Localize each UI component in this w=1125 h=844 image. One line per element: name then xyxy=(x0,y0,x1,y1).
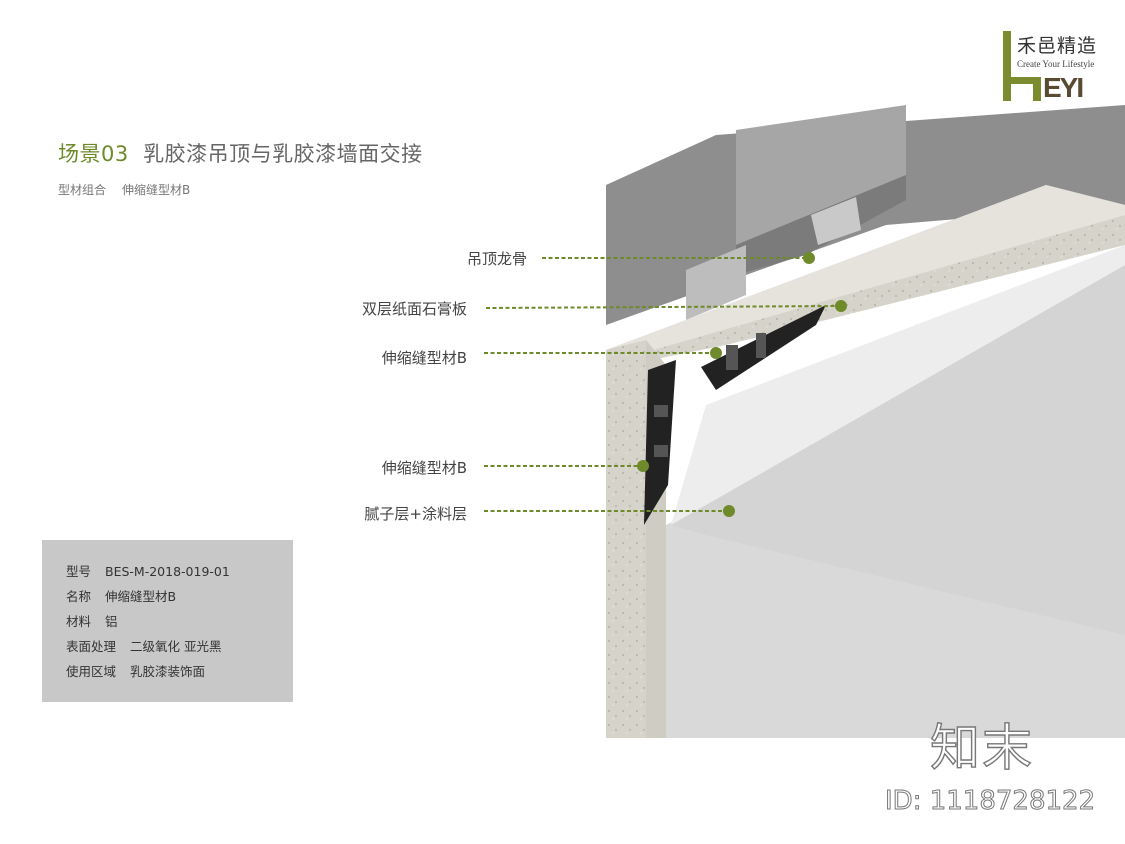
callout-dot xyxy=(710,347,722,359)
brand-logo: 禾邑精造 Create Your Lifestyle EYI xyxy=(1003,31,1098,103)
spec-usage: 使用区域乳胶漆装饰面 xyxy=(66,664,206,679)
callout-ceiling-joist: 吊顶龙骨 xyxy=(466,250,527,268)
logo-letters: EYI xyxy=(1043,72,1084,103)
logo-tagline: Create Your Lifestyle xyxy=(1017,59,1095,69)
spec-name: 名称伸缩缝型材B xyxy=(66,589,177,604)
watermark-id: ID: 1118728122 xyxy=(884,786,1096,817)
ceiling-joist xyxy=(606,105,1125,325)
expansion-profile xyxy=(644,305,826,525)
page-title: 场景03 乳胶漆吊顶与乳胶漆墙面交接 xyxy=(58,138,423,168)
scene-title: 乳胶漆吊顶与乳胶漆墙面交接 xyxy=(143,142,423,166)
callout-profile-b-top: 伸缩缝型材B xyxy=(381,349,467,367)
leader-line xyxy=(485,305,842,309)
callout-profile-b-side: 伸缩缝型材B xyxy=(381,459,467,477)
logo-chinese: 禾邑精造 xyxy=(1017,35,1098,57)
callout-dot xyxy=(723,505,735,517)
scene-number: 场景03 xyxy=(58,142,129,166)
subtitle-group: 型材组合 xyxy=(58,183,107,197)
callout-putty-paint: 腻子层+涂料层 xyxy=(364,505,467,523)
watermark-logo: 知末 xyxy=(929,718,1034,777)
spec-finish: 表面处理二级氧化 亚光黑 xyxy=(66,639,222,654)
wall xyxy=(606,245,1125,738)
subtitle-profile: 伸缩缝型材B xyxy=(122,183,191,197)
section-diagram xyxy=(606,105,1125,738)
gypsum-board xyxy=(606,185,1125,365)
page-subtitle: 型材组合 伸缩缝型材B xyxy=(58,181,190,198)
callout-gypsum-board: 双层纸面石膏板 xyxy=(361,300,467,318)
spec-material: 材料铝 xyxy=(66,614,118,629)
callout-dots xyxy=(637,252,847,517)
callout-dot xyxy=(835,300,847,312)
